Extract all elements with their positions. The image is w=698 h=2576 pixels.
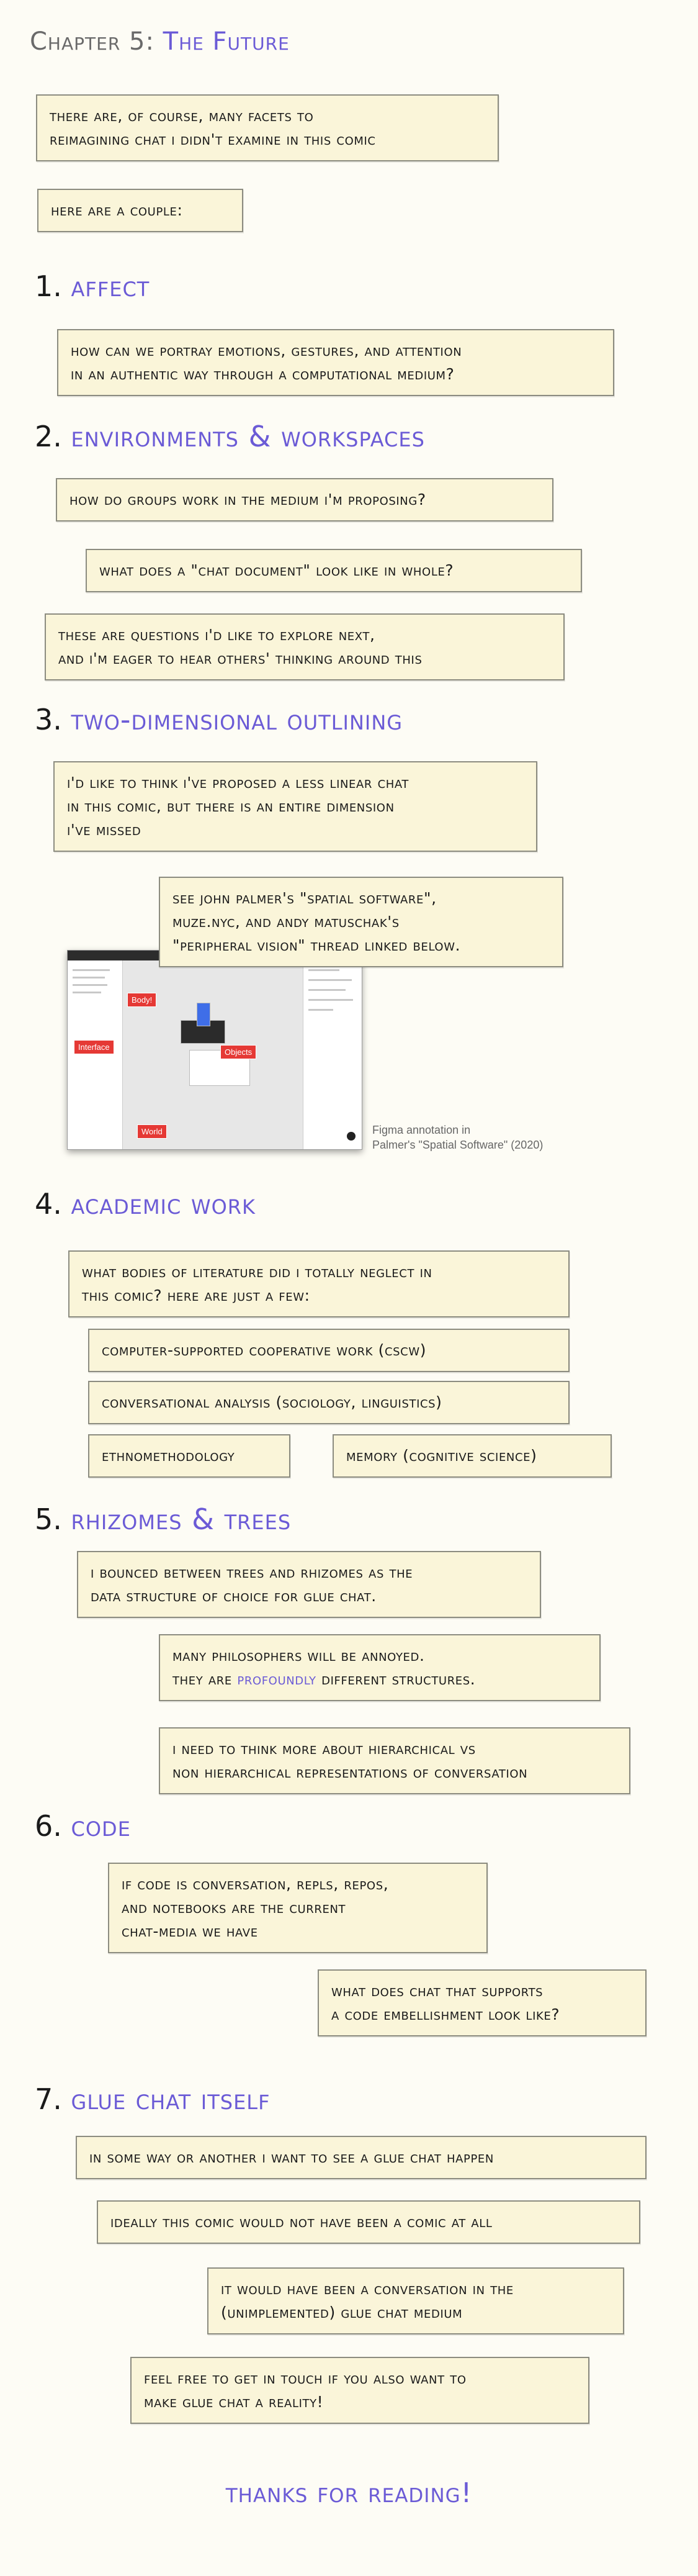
- rhizomes-box-3: I need to think more about hierarchical …: [159, 1727, 630, 1794]
- figma-help-icon: [347, 1132, 356, 1141]
- figma-layers-panel: [68, 960, 123, 1149]
- chapter-prefix: Chapter 5:: [30, 27, 154, 56]
- tag-body: Body!: [127, 993, 157, 1007]
- outlining-box-1: I'd like to think I've proposed a less l…: [53, 761, 537, 852]
- tag-objects: Objects: [220, 1045, 257, 1059]
- outlining-box-2: see John Palmer's "spatial software", mu…: [159, 877, 563, 967]
- intro-box-1: there are, of course, many facets to rei…: [36, 94, 499, 161]
- thanks-message: thanks for reading!: [225, 2477, 473, 2509]
- section-rhizomes-heading: 5. rhizomes & trees: [35, 1503, 292, 1536]
- academic-conversational-analysis: Conversational analysis (sociology, ling…: [88, 1381, 570, 1424]
- glue-box-4: feel free to get in touch if you also wa…: [130, 2357, 589, 2424]
- glue-box-2: ideally this comic would not have been a…: [97, 2200, 640, 2244]
- code-box-1: if code is conversation, REPLs, repos, a…: [108, 1863, 488, 1953]
- tag-interface: Interface: [74, 1040, 114, 1054]
- academic-cscw: Computer-supported cooperative work (CSC…: [88, 1329, 570, 1372]
- section-environments-heading: 2. environments & workspaces: [35, 420, 425, 453]
- rhizomes-box-1: I bounced between trees and rhizomes as …: [77, 1551, 541, 1618]
- figma-screenshot: Body! Interface Objects World: [67, 950, 362, 1150]
- glue-box-3: it would have been a conversation in the…: [207, 2267, 624, 2334]
- academic-memory: Memory (cognitive science): [333, 1434, 612, 1478]
- glue-box-1: in some way or another I want to see a g…: [76, 2136, 647, 2179]
- rhizomes-box-2: many philosophers will be annoyed. they …: [159, 1634, 601, 1701]
- chapter-title: Chapter 5: The Future: [30, 27, 290, 56]
- environments-box-3: these are questions I'd like to explore …: [45, 613, 565, 680]
- section-glue-heading: 7. glue chat itself: [35, 2082, 271, 2116]
- figma-object-blue: [197, 1003, 210, 1026]
- intro-box-2: here are a couple:: [37, 189, 243, 232]
- tag-world: World: [137, 1124, 167, 1139]
- figma-properties-panel: [303, 960, 362, 1149]
- environments-box-1: how do groups work in the medium I'm pro…: [56, 478, 553, 522]
- figure-caption: Figma annotation in Palmer's "Spatial So…: [372, 1124, 544, 1151]
- chapter-name: The Future: [163, 27, 290, 56]
- academic-box-intro: what bodies of literature did I totally …: [68, 1250, 570, 1317]
- figma-object-dark: [181, 1020, 225, 1044]
- academic-ethnomethodology: ethnomethodology: [88, 1434, 290, 1478]
- section-code-heading: 6. code: [35, 1809, 131, 1843]
- environments-box-2: what does a "chat document" look like in…: [86, 549, 582, 592]
- section-affect-heading: 1. affect: [35, 269, 150, 303]
- section-outlining-heading: 3. two-dimensional outlining: [35, 703, 403, 736]
- affect-box: how can we portray emotions, gestures, a…: [57, 329, 614, 396]
- section-academic-heading: 4. academic work: [35, 1187, 256, 1221]
- code-box-2: what does chat that supports a code embe…: [318, 1969, 647, 2036]
